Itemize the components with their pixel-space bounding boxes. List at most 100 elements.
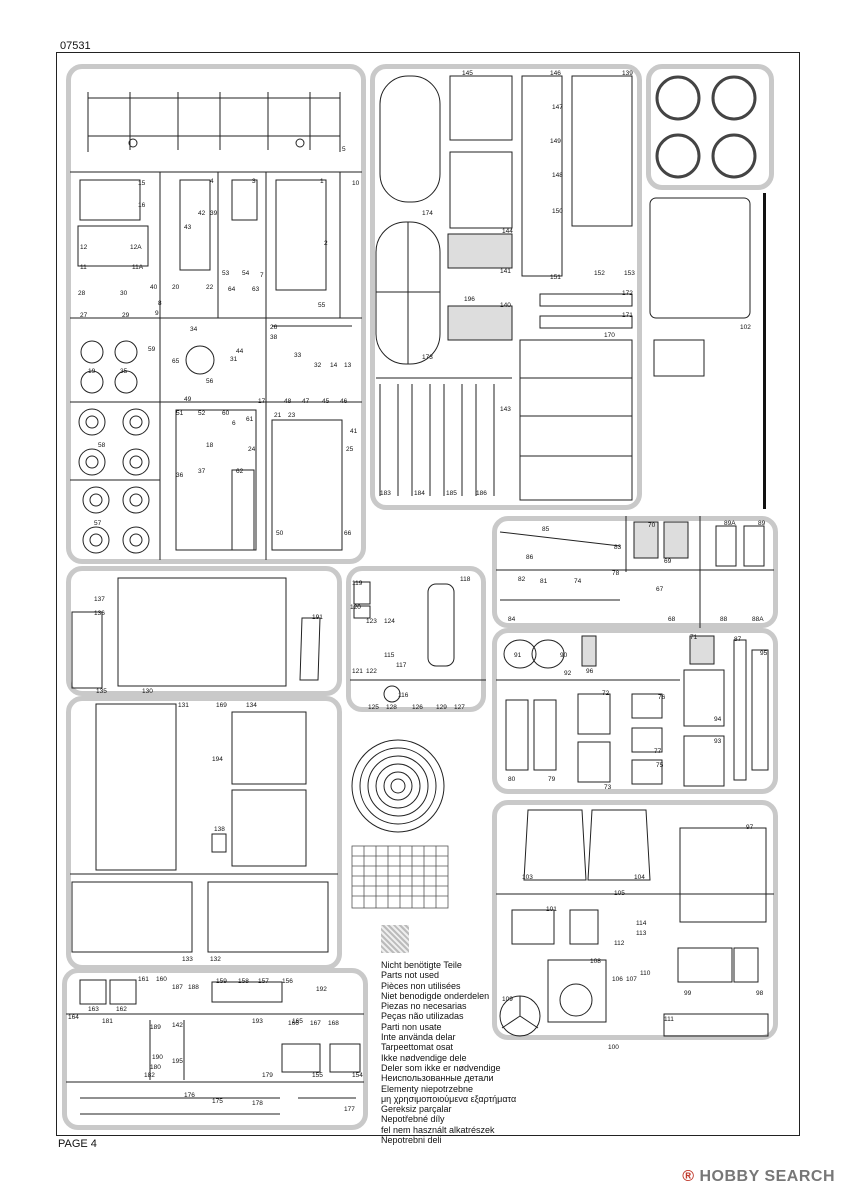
part-number-label: 74 — [574, 578, 582, 585]
part-number-label: 192 — [316, 986, 327, 993]
part-number-label: 135 — [96, 688, 107, 695]
part-number-label: 105 — [614, 890, 625, 897]
part-number-label: 73 — [604, 784, 612, 791]
part-number-label: 101 — [546, 906, 557, 913]
part-number-label: 103 — [522, 874, 533, 881]
part-number-label: 72 — [602, 690, 610, 697]
part-number-label: 83 — [614, 544, 622, 551]
part-number-label: 89 — [758, 520, 766, 527]
part-number-label: 38 — [270, 334, 278, 341]
part-number-label: 68 — [668, 616, 676, 623]
not-used-line: Piezas no necesarias — [381, 1001, 467, 1012]
ladder-parts — [379, 384, 495, 496]
part-number-label: 195 — [172, 1058, 183, 1065]
part-number-label: 137 — [94, 596, 105, 603]
part-number-label: 112 — [614, 940, 625, 947]
part-number-label: 41 — [350, 428, 358, 435]
not-used-line: Parts not used — [381, 970, 440, 981]
sprue-tires — [646, 64, 774, 190]
part-number-label: 134 — [246, 702, 257, 709]
part-number-label: 172 — [622, 290, 633, 297]
part-number-label: 140 — [500, 302, 511, 309]
part-number-label: 22 — [206, 284, 214, 291]
part-number-label: 36 — [176, 472, 184, 479]
part-number-label: 96 — [586, 668, 594, 675]
part-number-label: 185 — [446, 490, 457, 497]
part-number-label: 30 — [120, 290, 128, 297]
part-number-label: 164 — [68, 1014, 79, 1021]
part-number-label: 114 — [636, 920, 647, 927]
not-used-line: Peças não utilizadas — [381, 1011, 464, 1022]
part-number-label: 188 — [188, 984, 199, 991]
part-number-label: 126 — [412, 704, 423, 711]
part-number-label: 82 — [518, 576, 526, 583]
part-number-label: 90 — [560, 652, 568, 659]
part-number-label: 108 — [590, 958, 601, 965]
sprue-body-large — [370, 64, 642, 510]
part-number-label: 152 — [594, 270, 605, 277]
part-number-label: 95 — [760, 650, 768, 657]
part-number-label: 98 — [756, 990, 764, 997]
part-number-label: 48 — [284, 398, 292, 405]
part-number-label: 120 — [350, 604, 361, 611]
not-used-line: Inte använda delar — [381, 1032, 456, 1043]
part-number-label: 76 — [658, 694, 666, 701]
part-number-label: 162 — [116, 1006, 127, 1013]
part-number-label: 109 — [502, 996, 513, 1003]
part-number-label: 20 — [172, 284, 180, 291]
not-used-line: Nepotrebni deli — [381, 1135, 442, 1146]
part-number-label: 187 — [172, 984, 183, 991]
part-number-label: 4 — [210, 178, 214, 185]
part-number-label: 153 — [624, 270, 635, 277]
watermark-mark: ® — [682, 1168, 695, 1185]
not-used-line: fel nem használt alkatrészek — [381, 1124, 495, 1135]
part-number-label: 149 — [550, 138, 561, 145]
part-number-label: 77 — [654, 748, 662, 755]
part-number-label: 7 — [260, 272, 264, 279]
part-number-label: 129 — [436, 704, 447, 711]
not-used-line: Parti non usate — [381, 1021, 442, 1032]
part-number-label: 31 — [230, 356, 238, 363]
part-number-label: 174 — [422, 210, 433, 217]
part-number-label: 100 — [608, 1044, 619, 1051]
part-number-label: 156 — [282, 978, 293, 985]
part-number-label: 177 — [344, 1106, 355, 1113]
part-number-label: 81 — [540, 578, 548, 585]
part-number-label: 115 — [384, 652, 395, 659]
part-number-label: 45 — [322, 398, 330, 405]
part-number-label: 157 — [258, 978, 269, 985]
part-number-label: 176 — [184, 1092, 195, 1099]
part-number-label: 161 — [138, 976, 149, 983]
part-number-label: 34 — [190, 326, 198, 333]
part-number-label: 93 — [714, 738, 722, 745]
part-number-label: 62 — [236, 468, 244, 475]
part-number-label: 9 — [155, 310, 159, 317]
part-number-label: 125 — [368, 704, 379, 711]
part-number-label: 151 — [550, 274, 561, 281]
part-number-label: 35 — [120, 368, 128, 375]
part-number-label: 88 — [720, 616, 728, 623]
not-used-swatch — [381, 925, 409, 953]
part-number-label: 97 — [746, 824, 754, 831]
part-number-label: 94 — [714, 716, 722, 723]
part-number-label: 61 — [246, 416, 254, 423]
not-used-line: Nepotřebné díly — [381, 1114, 445, 1125]
wheel-parts — [78, 340, 215, 554]
part-number-label: 21 — [274, 412, 282, 419]
part-number-label: 37 — [198, 468, 206, 475]
not-used-line: μη χρησιμοποιούμενα εξαρτήματα — [381, 1093, 517, 1104]
not-used-line: Неиспользованные детали — [381, 1073, 494, 1084]
part-number-label: 47 — [302, 398, 310, 405]
part-number-label: 54 — [242, 270, 250, 277]
part-number-label: 169 — [216, 702, 227, 709]
part-number-label: 67 — [656, 586, 664, 593]
not-used-line: Gereksiz parçalar — [381, 1104, 452, 1115]
part-number-label: 119 — [352, 580, 363, 587]
part-number-label: 50 — [276, 530, 284, 537]
not-used-line: Ikke nødvendige dele — [381, 1052, 467, 1063]
not-used-line: Deler som ikke er nødvendige — [381, 1062, 501, 1073]
part-number-label: 3 — [252, 178, 256, 185]
part-number-label: 28 — [78, 290, 86, 297]
part-number-label: 139 — [622, 70, 633, 77]
part-number-label: 56 — [206, 378, 214, 385]
